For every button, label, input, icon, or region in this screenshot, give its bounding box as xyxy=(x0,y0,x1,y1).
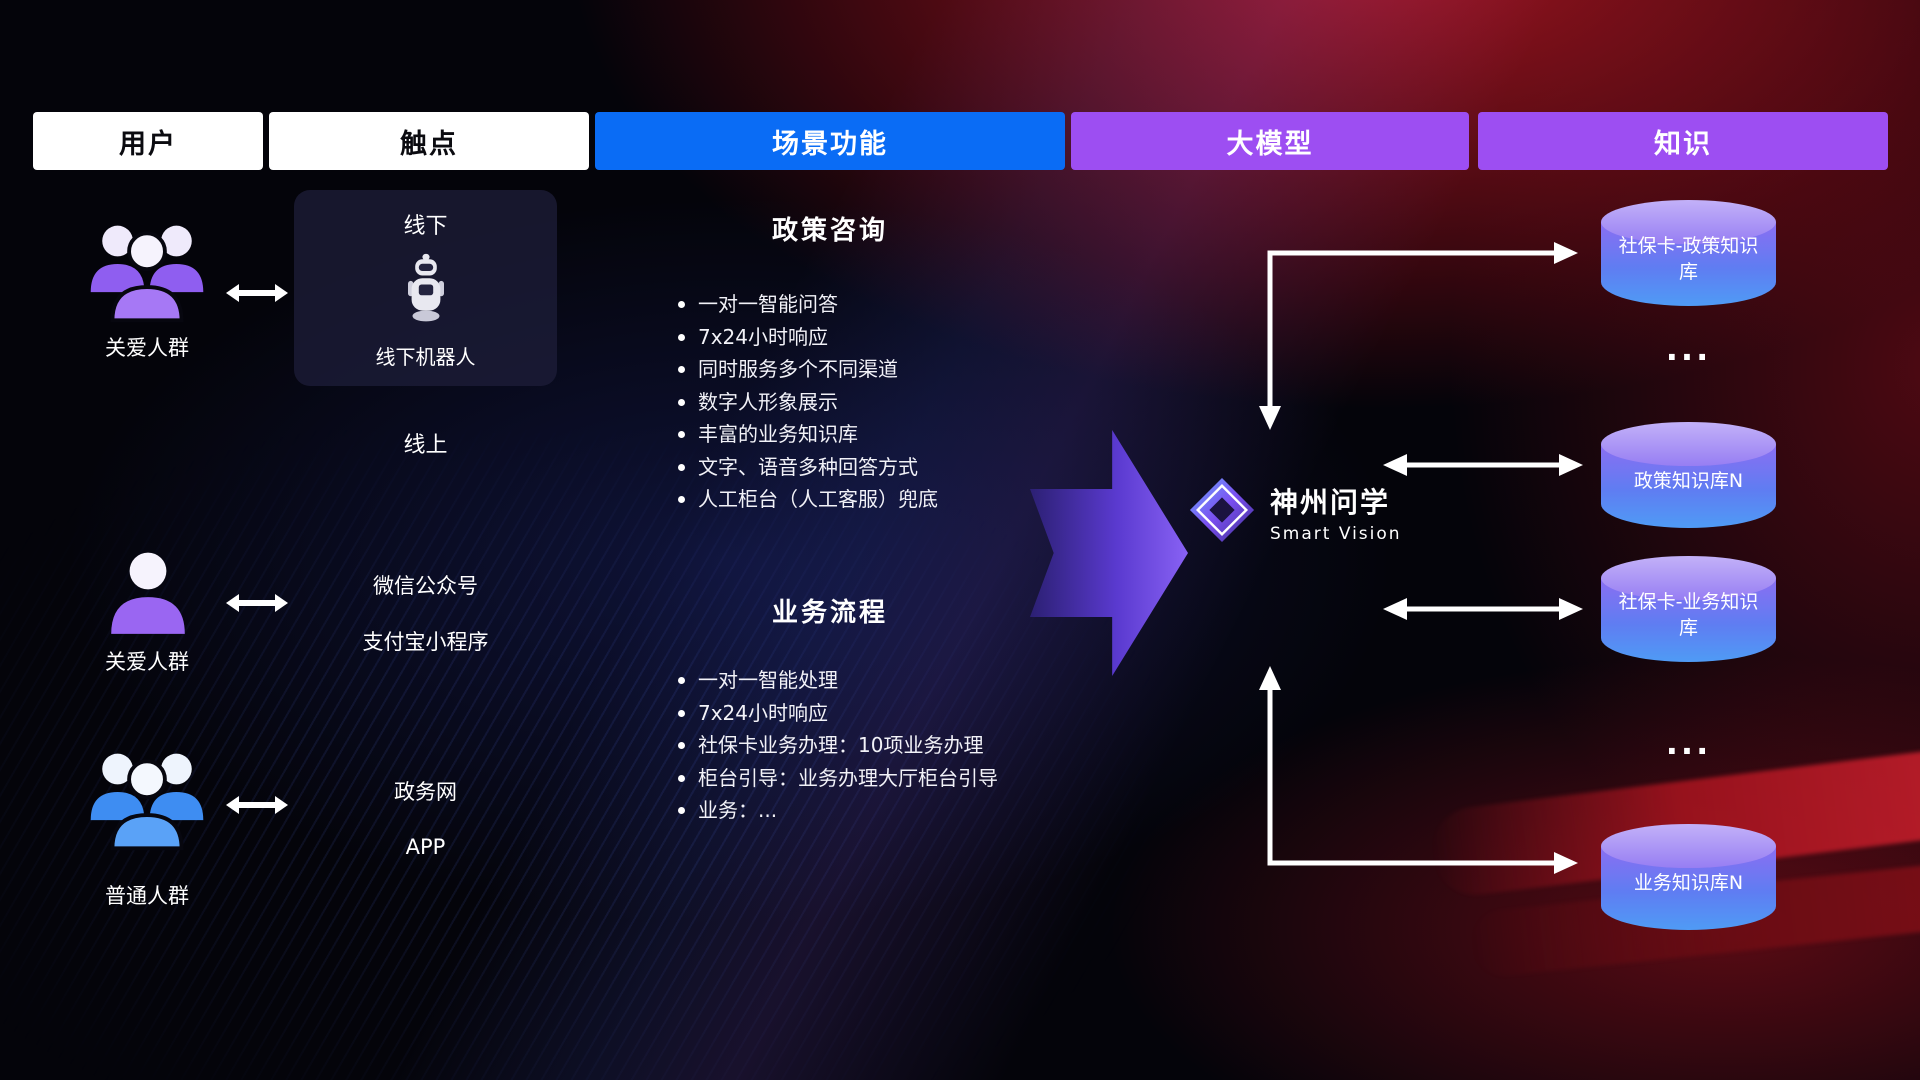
channel-alipay: 支付宝小程序 xyxy=(362,630,489,654)
feature-item: 一对一智能处理 xyxy=(676,664,998,697)
channel-gov-web: 政务网 xyxy=(394,780,457,804)
knowledge-db-label: 社保卡-业务知识库 xyxy=(1618,591,1759,639)
feature-item: 数字人形象展示 xyxy=(676,386,938,419)
feature-item: 社保卡业务办理：10项业务办理 xyxy=(676,729,998,762)
model-name: 神州问学 xyxy=(1270,485,1391,519)
column-header-users: 用户 xyxy=(33,112,263,170)
knowledge-db-social-policy: 社保卡-政策知识库 xyxy=(1601,200,1776,306)
feature-item: 文字、语音多种回答方式 xyxy=(676,451,938,484)
channel-wechat: 微信公众号 xyxy=(373,574,478,598)
feature-item: 一对一智能问答 xyxy=(676,288,938,321)
offline-title: 线下 xyxy=(403,214,448,239)
feature-item: 同时服务多个不同渠道 xyxy=(676,353,938,386)
business-process-feature-list: 一对一智能处理 7x24小时响应 社保卡业务办理：10项业务办理 柜台引导：业务… xyxy=(676,664,998,827)
group-people-icon xyxy=(83,746,211,860)
background-diagonal-streaks xyxy=(0,430,1150,1080)
feature-item: 业务：... xyxy=(676,794,998,827)
knowledge-db-business-n: 业务知识库N xyxy=(1601,824,1776,930)
robot-icon xyxy=(399,253,453,329)
feature-item: 7x24小时响应 xyxy=(676,697,998,730)
column-header-scene-functions-label: 场景功能 xyxy=(772,128,888,160)
bidirectional-arrow-icon xyxy=(226,278,288,312)
column-header-knowledge: 知识 xyxy=(1478,112,1888,170)
feature-item: 丰富的业务知识库 xyxy=(676,418,938,451)
model-text: 神州问学 Smart Vision xyxy=(1270,481,1402,544)
feature-item: 柜台引导：业务办理大厅柜台引导 xyxy=(676,762,998,795)
knowledge-db-policy-n: 政策知识库N xyxy=(1601,422,1776,528)
column-header-large-model: 大模型 xyxy=(1071,112,1469,170)
feature-item: 7x24小时响应 xyxy=(676,321,938,354)
column-header-touchpoints-label: 触点 xyxy=(400,128,458,160)
user-group-label: 关爱人群 xyxy=(105,650,189,674)
user-group-label: 普通人群 xyxy=(105,884,189,908)
group-people-icon xyxy=(83,218,211,332)
knowledge-db-social-business: 社保卡-业务知识库 xyxy=(1601,556,1776,662)
knowledge-db-label: 业务知识库N xyxy=(1633,872,1744,895)
column-header-users-label: 用户 xyxy=(119,128,177,160)
ellipsis-more-kb: ... xyxy=(1665,724,1712,762)
diamond-logo-icon xyxy=(1188,476,1256,548)
knowledge-db-label: 社保卡-政策知识库 xyxy=(1618,235,1759,283)
knowledge-db-label: 政策知识库N xyxy=(1633,470,1744,493)
ellipsis-more-kb: ... xyxy=(1665,330,1712,368)
model-block: 神州问学 Smart Vision xyxy=(1188,476,1402,548)
function-section-title: 政策咨询 xyxy=(771,216,888,246)
offline-caption: 线下机器人 xyxy=(375,345,476,369)
bidirectional-arrow-icon xyxy=(226,588,288,622)
feature-item: 人工柜台（人工客服）兜底 xyxy=(676,483,938,516)
column-header-large-model-label: 大模型 xyxy=(1226,128,1314,160)
function-section-title: 业务流程 xyxy=(771,598,888,628)
bidirectional-arrow-icon xyxy=(226,790,288,824)
column-header-scene-functions: 场景功能 xyxy=(595,112,1065,170)
online-label: 线上 xyxy=(403,433,448,458)
column-header-knowledge-label: 知识 xyxy=(1654,128,1712,160)
channel-app: APP xyxy=(405,835,446,859)
model-subtitle: Smart Vision xyxy=(1270,523,1402,544)
person-icon xyxy=(102,548,194,644)
column-header-touchpoints: 触点 xyxy=(269,112,589,170)
policy-consult-feature-list: 一对一智能问答 7x24小时响应 同时服务多个不同渠道 数字人形象展示 丰富的业… xyxy=(676,288,938,516)
offline-touchpoint-card: 线下 线下机器人 xyxy=(294,190,557,386)
user-group-label: 关爱人群 xyxy=(105,336,189,360)
